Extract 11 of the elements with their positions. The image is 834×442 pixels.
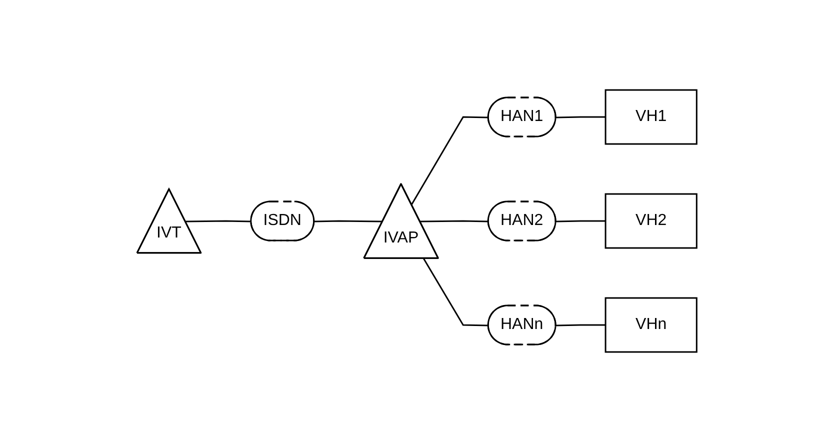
connector [556, 220, 606, 222]
node-box: VH2 [604, 193, 698, 249]
connector [556, 116, 606, 118]
connector [423, 258, 489, 326]
connector [556, 324, 606, 326]
connector [186, 220, 252, 222]
connector [314, 220, 384, 222]
node-box: VHn [604, 297, 698, 353]
connector [411, 116, 489, 205]
connector [420, 220, 489, 222]
node-box: VH1 [604, 89, 698, 145]
